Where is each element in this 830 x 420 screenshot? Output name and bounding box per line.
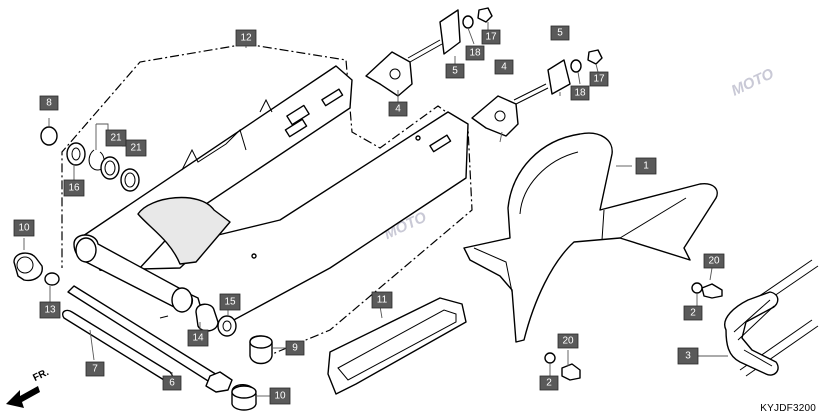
svg-text:14: 14 xyxy=(192,333,204,344)
svg-text:20: 20 xyxy=(708,256,720,267)
callout-9: 9 xyxy=(285,340,305,356)
snap-ring xyxy=(88,149,105,171)
callout-11: 11 xyxy=(371,291,393,309)
svg-text:3: 3 xyxy=(685,351,691,362)
callout-20: 20 xyxy=(557,333,579,349)
callout-18: 18 xyxy=(465,45,485,61)
svg-text:15: 15 xyxy=(224,297,236,308)
chain-adjuster-right xyxy=(471,83,549,137)
nut-17b xyxy=(587,49,603,65)
callout-4: 4 xyxy=(388,101,408,117)
callout-15: 15 xyxy=(219,293,241,311)
pivot-collar xyxy=(40,126,58,146)
watermark: MOTO xyxy=(729,65,777,99)
svg-text:17: 17 xyxy=(593,74,605,85)
callout-21: 21 xyxy=(105,129,127,147)
callout-20: 20 xyxy=(703,253,725,269)
svg-text:2: 2 xyxy=(690,308,696,319)
callout-17: 17 xyxy=(481,29,501,45)
pivot-nut xyxy=(13,252,43,282)
svg-text:17: 17 xyxy=(485,32,497,43)
svg-text:2: 2 xyxy=(546,378,552,389)
svg-text:21: 21 xyxy=(110,133,122,144)
front-direction-arrow xyxy=(6,386,40,408)
washer-18 xyxy=(462,15,474,29)
callout-3: 3 xyxy=(677,347,699,365)
washer-18b xyxy=(570,59,582,73)
bolt-20 xyxy=(701,283,723,299)
svg-text:7: 7 xyxy=(92,364,98,375)
washer-2b xyxy=(544,352,556,364)
svg-text:11: 11 xyxy=(377,295,388,306)
collar-13 xyxy=(44,272,60,286)
callout-7: 7 xyxy=(85,361,105,377)
callout-5: 5 xyxy=(550,25,570,41)
adjuster-plate-5 xyxy=(439,9,461,55)
callout-10: 10 xyxy=(13,219,35,237)
callout-6: 6 xyxy=(162,375,182,391)
needle-bearing xyxy=(120,168,140,192)
dust-seal xyxy=(66,142,86,166)
callout-8: 8 xyxy=(39,95,59,111)
svg-text:10: 10 xyxy=(18,223,30,234)
swingarm xyxy=(73,65,469,327)
callout-4: 4 xyxy=(494,59,514,75)
svg-text:4: 4 xyxy=(501,62,507,73)
callout-18: 18 xyxy=(570,85,590,101)
svg-text:13: 13 xyxy=(44,305,56,316)
svg-text:8: 8 xyxy=(46,98,52,109)
drive-chain xyxy=(724,259,819,377)
diagram-code: KYJDF3200 xyxy=(760,403,816,414)
pivot-nut-lower xyxy=(205,371,233,393)
rear-fender xyxy=(463,132,718,343)
callout-13: 13 xyxy=(39,301,61,319)
svg-text:18: 18 xyxy=(469,48,481,59)
svg-text:5: 5 xyxy=(557,28,563,39)
callout-5: 5 xyxy=(445,63,465,79)
nut-17 xyxy=(477,7,493,23)
svg-text:10: 10 xyxy=(274,391,286,402)
svg-text:21: 21 xyxy=(130,143,142,154)
svg-text:5: 5 xyxy=(452,66,458,77)
callout-1: 1 xyxy=(635,157,657,175)
callout-2: 2 xyxy=(539,375,559,391)
svg-text:4: 4 xyxy=(395,104,401,115)
bolt-20b xyxy=(561,363,581,381)
chain-slider xyxy=(327,297,467,395)
needle-bearing xyxy=(100,156,120,180)
callout-21: 21 xyxy=(125,139,147,157)
svg-text:18: 18 xyxy=(574,88,586,99)
washer-2 xyxy=(691,282,703,294)
svg-text:6: 6 xyxy=(169,378,175,389)
callout-17: 17 xyxy=(589,71,609,87)
bearing-15 xyxy=(217,315,237,337)
svg-text:16: 16 xyxy=(68,183,80,194)
callout-10: 10 xyxy=(269,387,291,405)
svg-text:1: 1 xyxy=(643,161,649,172)
callout-2: 2 xyxy=(683,305,703,321)
svg-text:12: 12 xyxy=(240,33,252,44)
callout-14: 14 xyxy=(187,329,209,347)
callout-16: 16 xyxy=(63,179,85,197)
chain-adjuster-left xyxy=(365,39,443,97)
svg-text:9: 9 xyxy=(292,343,298,354)
adjuster-plate-5b xyxy=(547,59,571,95)
callout-12: 12 xyxy=(235,29,257,47)
svg-text:20: 20 xyxy=(562,336,574,347)
